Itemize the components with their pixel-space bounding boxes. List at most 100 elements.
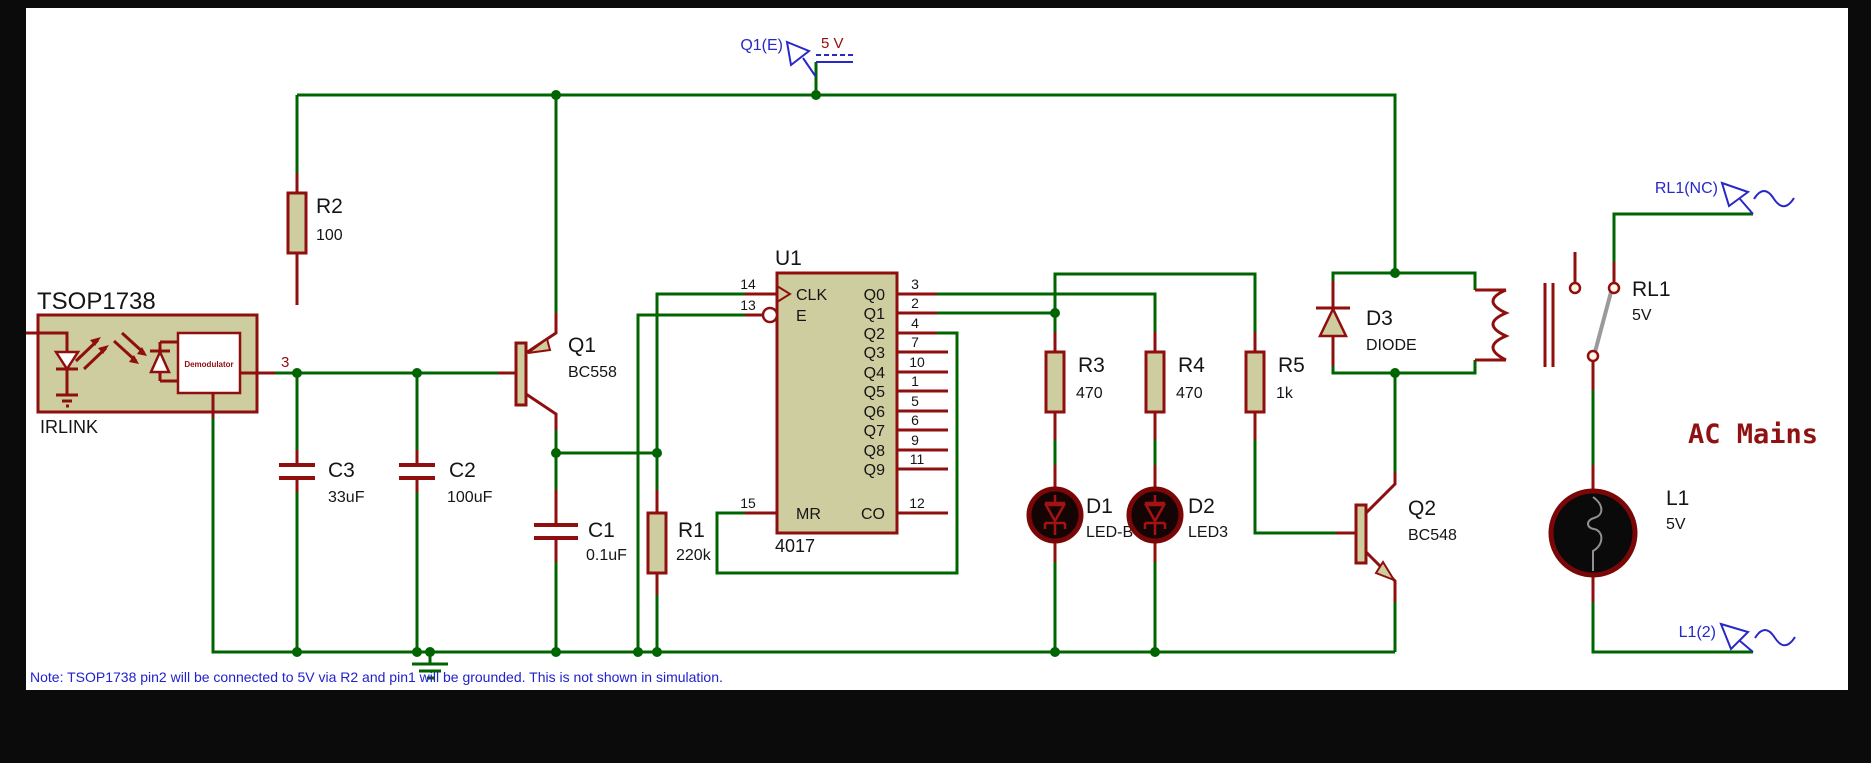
u1-q6-name: Q6 xyxy=(864,404,885,421)
demodulator-label: Demodulator xyxy=(184,360,233,369)
probe-rl1nc-label: RL1(NC) xyxy=(1655,180,1718,197)
component-c1[interactable]: C1 0.1uF xyxy=(534,490,627,564)
u1-q2-name: Q2 xyxy=(864,326,885,343)
component-d2[interactable]: D2 LED3 xyxy=(1126,465,1228,562)
relay-no-contact[interactable] xyxy=(1568,281,1582,295)
junction-dot xyxy=(1390,268,1400,278)
r4-body[interactable] xyxy=(1144,350,1166,414)
r2-value-label: 100 xyxy=(316,227,343,244)
component-r3[interactable]: R3 470 xyxy=(1044,332,1105,440)
component-d1[interactable]: D1 LED-B xyxy=(1026,465,1133,562)
power-5v-label: 5 V xyxy=(821,35,844,52)
wire-d3-top[interactable] xyxy=(1331,271,1477,290)
ir-led-triangle xyxy=(53,350,81,372)
component-u1[interactable]: U1 4017 CLK E MR 14 13 15 Q0 Q1 Q2 Q3 Q4… xyxy=(740,247,948,556)
relay-nc-contact[interactable] xyxy=(1607,281,1621,295)
schematic-canvas[interactable] xyxy=(26,8,1848,690)
ground-symbol[interactable] xyxy=(412,652,448,680)
simulation-note: Note: TSOP1738 pin2 will be connected to… xyxy=(30,669,723,685)
wire-enable[interactable] xyxy=(636,313,745,652)
r2-body[interactable] xyxy=(286,191,308,255)
component-c2[interactable]: C2 100uF xyxy=(399,450,493,506)
u1-q7-name: Q7 xyxy=(864,423,885,440)
d2-led-body[interactable] xyxy=(1126,486,1184,544)
d1-led-body[interactable] xyxy=(1026,486,1084,544)
q2-npn-arrow xyxy=(1374,560,1397,583)
voltage-probe-icon xyxy=(1720,181,1751,208)
r5-body[interactable] xyxy=(1244,350,1266,414)
wire-q1-out[interactable] xyxy=(937,272,1257,332)
wire-ground-bus[interactable] xyxy=(211,418,1395,654)
component-q2[interactable]: Q2 BC548 xyxy=(1336,472,1457,602)
u1-pin14: 14 xyxy=(740,276,756,292)
u1-e-inversion-bubble xyxy=(761,306,779,324)
component-rl1[interactable]: RL1 5V xyxy=(1475,252,1671,390)
u1-pin7: 7 xyxy=(911,334,919,350)
r3-ref-label: R3 xyxy=(1078,354,1105,377)
probe-rl1nc-tail xyxy=(1739,198,1754,215)
r3-body[interactable] xyxy=(1044,350,1066,414)
wire-relay-nc[interactable] xyxy=(1612,212,1753,262)
c3-ref-label: C3 xyxy=(328,459,355,482)
component-l1[interactable]: L1 5V xyxy=(1548,465,1689,602)
r4-ref-label: R4 xyxy=(1178,354,1205,377)
d2-led-triangle xyxy=(1143,503,1167,524)
u1-pin12: 12 xyxy=(909,495,925,511)
component-r2[interactable]: R2 100 xyxy=(286,173,343,305)
component-r4[interactable]: R4 470 xyxy=(1144,332,1205,440)
l1-ref-label: L1 xyxy=(1666,487,1689,510)
component-tsop1738[interactable]: TSOP1738 Demodulator 3 IRLINK xyxy=(26,288,289,437)
junction-dot xyxy=(1050,308,1060,318)
junction-dot xyxy=(292,368,302,378)
u1-pin9: 9 xyxy=(911,432,919,448)
c1-plates[interactable] xyxy=(534,523,578,540)
u1-q9-name: Q9 xyxy=(864,462,885,479)
q1-ref-label: Q1 xyxy=(568,334,596,357)
u1-pin15: 15 xyxy=(740,495,756,511)
wire-q0-out[interactable] xyxy=(937,292,1157,332)
junction-dot xyxy=(551,448,561,458)
u1-pin11: 11 xyxy=(910,451,925,467)
l1-lamp-body[interactable] xyxy=(1548,488,1638,578)
r4-value-label: 470 xyxy=(1176,385,1203,402)
ac-sine-icon xyxy=(1754,629,1796,647)
wire-mr-loop[interactable] xyxy=(715,331,959,575)
u1-pin1: 1 xyxy=(911,373,919,389)
u1-right-stubs[interactable] xyxy=(897,292,948,515)
u1-body[interactable] xyxy=(775,271,899,535)
relay-coil[interactable] xyxy=(1491,288,1510,362)
c2-plates[interactable] xyxy=(399,463,435,480)
wires xyxy=(211,62,1753,654)
c3-plates[interactable] xyxy=(279,463,315,480)
q2-body-bar[interactable] xyxy=(1354,503,1368,565)
component-r1[interactable]: R1 220k xyxy=(646,490,712,595)
power-terminal-5v[interactable]: 5 V xyxy=(816,35,853,63)
l1-value-label: 5V xyxy=(1666,516,1686,533)
component-r5[interactable]: R5 1k xyxy=(1244,332,1356,535)
voltage-probe-icon xyxy=(1719,622,1750,651)
probe-q1e[interactable]: Q1(E) xyxy=(740,37,817,78)
d3-value-label: DIODE xyxy=(1366,337,1417,354)
r5-value-label: 1k xyxy=(1276,385,1294,402)
wire-lamp[interactable] xyxy=(1591,390,1753,654)
r1-body[interactable] xyxy=(646,511,668,575)
probe-l12[interactable]: L1(2) xyxy=(1679,622,1796,653)
component-q1[interactable]: Q1 BC558 xyxy=(498,313,617,430)
component-d3[interactable]: D3 DIODE xyxy=(1316,281,1417,366)
wire-clk[interactable] xyxy=(655,292,745,490)
wire-d3-bottom[interactable] xyxy=(1331,360,1477,375)
c3-value-label: 33uF xyxy=(328,489,365,506)
wire-5v-rail[interactable] xyxy=(297,93,1397,273)
q1-body-bar[interactable] xyxy=(514,341,528,407)
u1-q5-name: Q5 xyxy=(864,384,885,401)
relay-common-contact[interactable] xyxy=(1586,349,1600,363)
relay-switch-arm[interactable] xyxy=(1593,291,1613,353)
probe-rl1nc[interactable]: RL1(NC) xyxy=(1655,180,1795,215)
component-c3[interactable]: C3 33uF xyxy=(279,450,365,506)
tsop-ref-label: TSOP1738 xyxy=(37,288,156,315)
wire-q2-base[interactable] xyxy=(1253,440,1336,535)
d2-ref-label: D2 xyxy=(1188,495,1215,518)
relay-core-bars xyxy=(1543,283,1555,367)
ir-led-cathode-ground xyxy=(56,367,78,408)
